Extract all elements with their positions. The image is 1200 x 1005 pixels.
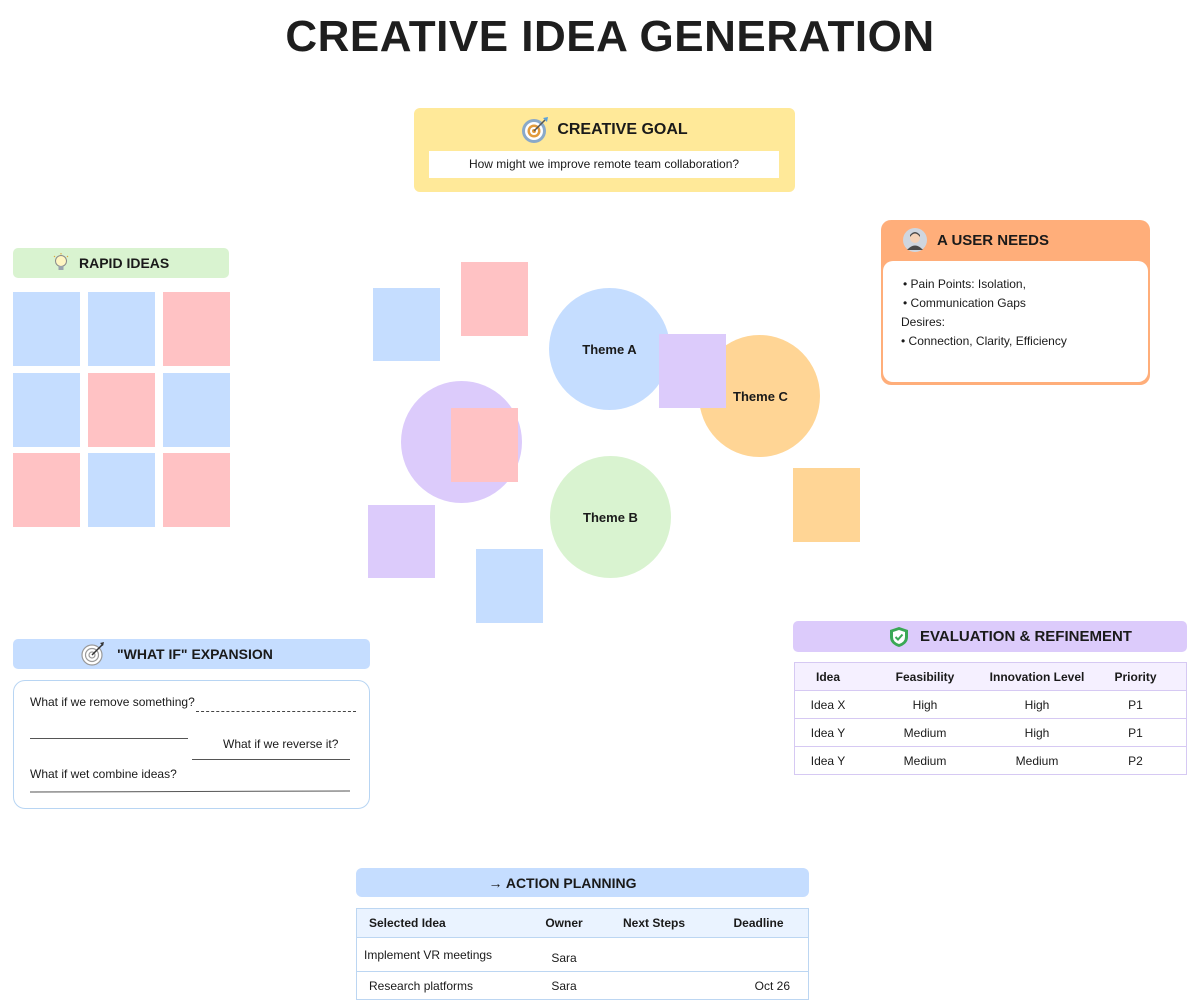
column-header: Deadline: [709, 908, 809, 938]
table-cell: P2: [1085, 746, 1187, 775]
answer-line[interactable]: [192, 759, 350, 760]
column-header: Selected Idea: [356, 908, 529, 938]
table-row[interactable]: Implement VR meetings Sara: [356, 937, 809, 972]
theme-a-label: Theme A: [582, 341, 637, 357]
what-if-heading: "WHAT IF" EXPANSION: [117, 646, 273, 662]
sticky-note[interactable]: [659, 334, 726, 408]
theme-c-label: Theme C: [733, 388, 788, 404]
sticky-note[interactable]: [13, 373, 80, 447]
table-cell: Sara: [529, 971, 599, 1000]
table-cell: [599, 971, 709, 1000]
what-if-header: "WHAT IF" EXPANSION: [13, 639, 370, 669]
needs-line: Desires:: [901, 315, 946, 329]
table-header-row: Selected Idea Owner Next Steps Deadline: [356, 908, 809, 938]
needs-line: • Pain Points: Isolation,: [903, 277, 1026, 291]
table-cell: Research platforms: [356, 971, 529, 1000]
dashed-answer-line[interactable]: [196, 711, 356, 712]
answer-line[interactable]: [30, 738, 188, 739]
table-cell: Implement VR meetings: [356, 937, 529, 972]
user-needs-header: A USER NEEDS: [903, 228, 1049, 252]
table-cell: Medium: [861, 718, 989, 747]
lightbulb-icon: [53, 253, 69, 270]
sticky-note[interactable]: [368, 505, 435, 578]
what-if-question-reverse: What if we reverse it?: [223, 737, 339, 751]
sticky-note[interactable]: [88, 373, 155, 447]
shield-check-icon: [890, 626, 909, 647]
creative-goal-card: CREATIVE GOAL How might we improve remot…: [414, 108, 795, 192]
table-row[interactable]: Idea Y Medium Medium P2: [794, 746, 1187, 775]
column-header: Idea: [794, 662, 861, 691]
column-header: Owner: [529, 908, 599, 938]
creative-goal-heading: CREATIVE GOAL: [557, 121, 688, 138]
theme-b-circle[interactable]: Theme B: [550, 456, 671, 578]
table-header-row: Idea Feasibility Innovation Level Priori…: [794, 662, 1187, 691]
sticky-note[interactable]: [163, 292, 230, 366]
action-planning-table: Selected Idea Owner Next Steps Deadline …: [356, 908, 809, 1000]
sticky-note[interactable]: [13, 292, 80, 366]
dart-target-icon: [81, 642, 104, 666]
creative-goal-question[interactable]: How might we improve remote team collabo…: [429, 151, 779, 178]
table-cell: P1: [1085, 718, 1187, 747]
evaluation-table: Idea Feasibility Innovation Level Priori…: [794, 662, 1187, 775]
answer-line[interactable]: [29, 790, 351, 793]
table-cell: Sara: [529, 937, 599, 972]
table-cell: Idea Y: [794, 718, 861, 747]
sticky-note[interactable]: [88, 453, 155, 527]
user-needs-body[interactable]: • Pain Points: Isolation, • Communicatio…: [883, 261, 1148, 382]
evaluation-heading: EVALUATION & REFINEMENT: [920, 628, 1132, 645]
sticky-note[interactable]: [451, 408, 518, 482]
action-planning-header: → ACTION PLANNING: [356, 868, 809, 897]
sticky-note[interactable]: [163, 373, 230, 447]
theme-a-circle[interactable]: Theme A: [549, 288, 670, 410]
user-needs-heading: A USER NEEDS: [937, 231, 1049, 249]
rapid-ideas-header: RAPID IDEAS: [13, 248, 229, 278]
table-cell: High: [989, 690, 1085, 719]
table-cell: High: [861, 690, 989, 719]
user-avatar-icon: [903, 228, 927, 252]
sticky-note[interactable]: [163, 453, 230, 527]
rapid-ideas-heading: RAPID IDEAS: [79, 255, 170, 271]
table-row[interactable]: Idea Y Medium High P1: [794, 718, 1187, 747]
table-cell: Medium: [989, 746, 1085, 775]
table-cell: High: [989, 718, 1085, 747]
sticky-note[interactable]: [476, 549, 543, 623]
table-cell: P1: [1085, 690, 1187, 719]
sticky-note[interactable]: [461, 262, 528, 336]
table-cell: Oct 26: [709, 971, 809, 1000]
needs-line: • Communication Gaps: [903, 296, 1026, 310]
what-if-question-remove: What if we remove something?: [30, 695, 195, 709]
column-header: Innovation Level: [989, 662, 1085, 691]
page-title: CREATIVE IDEA GENERATION: [285, 12, 935, 61]
sticky-note[interactable]: [793, 468, 860, 542]
table-cell: Idea Y: [794, 746, 861, 775]
evaluation-header: EVALUATION & REFINEMENT: [793, 621, 1187, 652]
sticky-note[interactable]: [13, 453, 80, 527]
what-if-question-combine: What if wet combine ideas?: [30, 767, 177, 781]
action-planning-heading: → ACTION PLANNING: [488, 874, 637, 891]
target-icon: [522, 117, 549, 143]
column-header: Priority: [1085, 662, 1187, 691]
user-needs-card: A USER NEEDS • Pain Points: Isolation, •…: [881, 220, 1150, 385]
table-cell: [709, 937, 809, 972]
table-cell: [599, 937, 709, 972]
column-header: Feasibility: [861, 662, 989, 691]
table-cell: Medium: [861, 746, 989, 775]
creative-goal-header: CREATIVE GOAL: [414, 116, 795, 144]
what-if-box[interactable]: What if we remove something? What if we …: [13, 680, 370, 809]
table-cell: Idea X: [794, 690, 861, 719]
column-header: Next Steps: [599, 908, 709, 938]
theme-b-label: Theme B: [583, 509, 638, 525]
sticky-note[interactable]: [373, 288, 440, 361]
sticky-note[interactable]: [88, 292, 155, 366]
table-row[interactable]: Research platforms Sara Oct 26: [356, 971, 809, 1000]
table-row[interactable]: Idea X High High P1: [794, 690, 1187, 719]
needs-line: • Connection, Clarity, Efficiency: [901, 334, 1067, 348]
